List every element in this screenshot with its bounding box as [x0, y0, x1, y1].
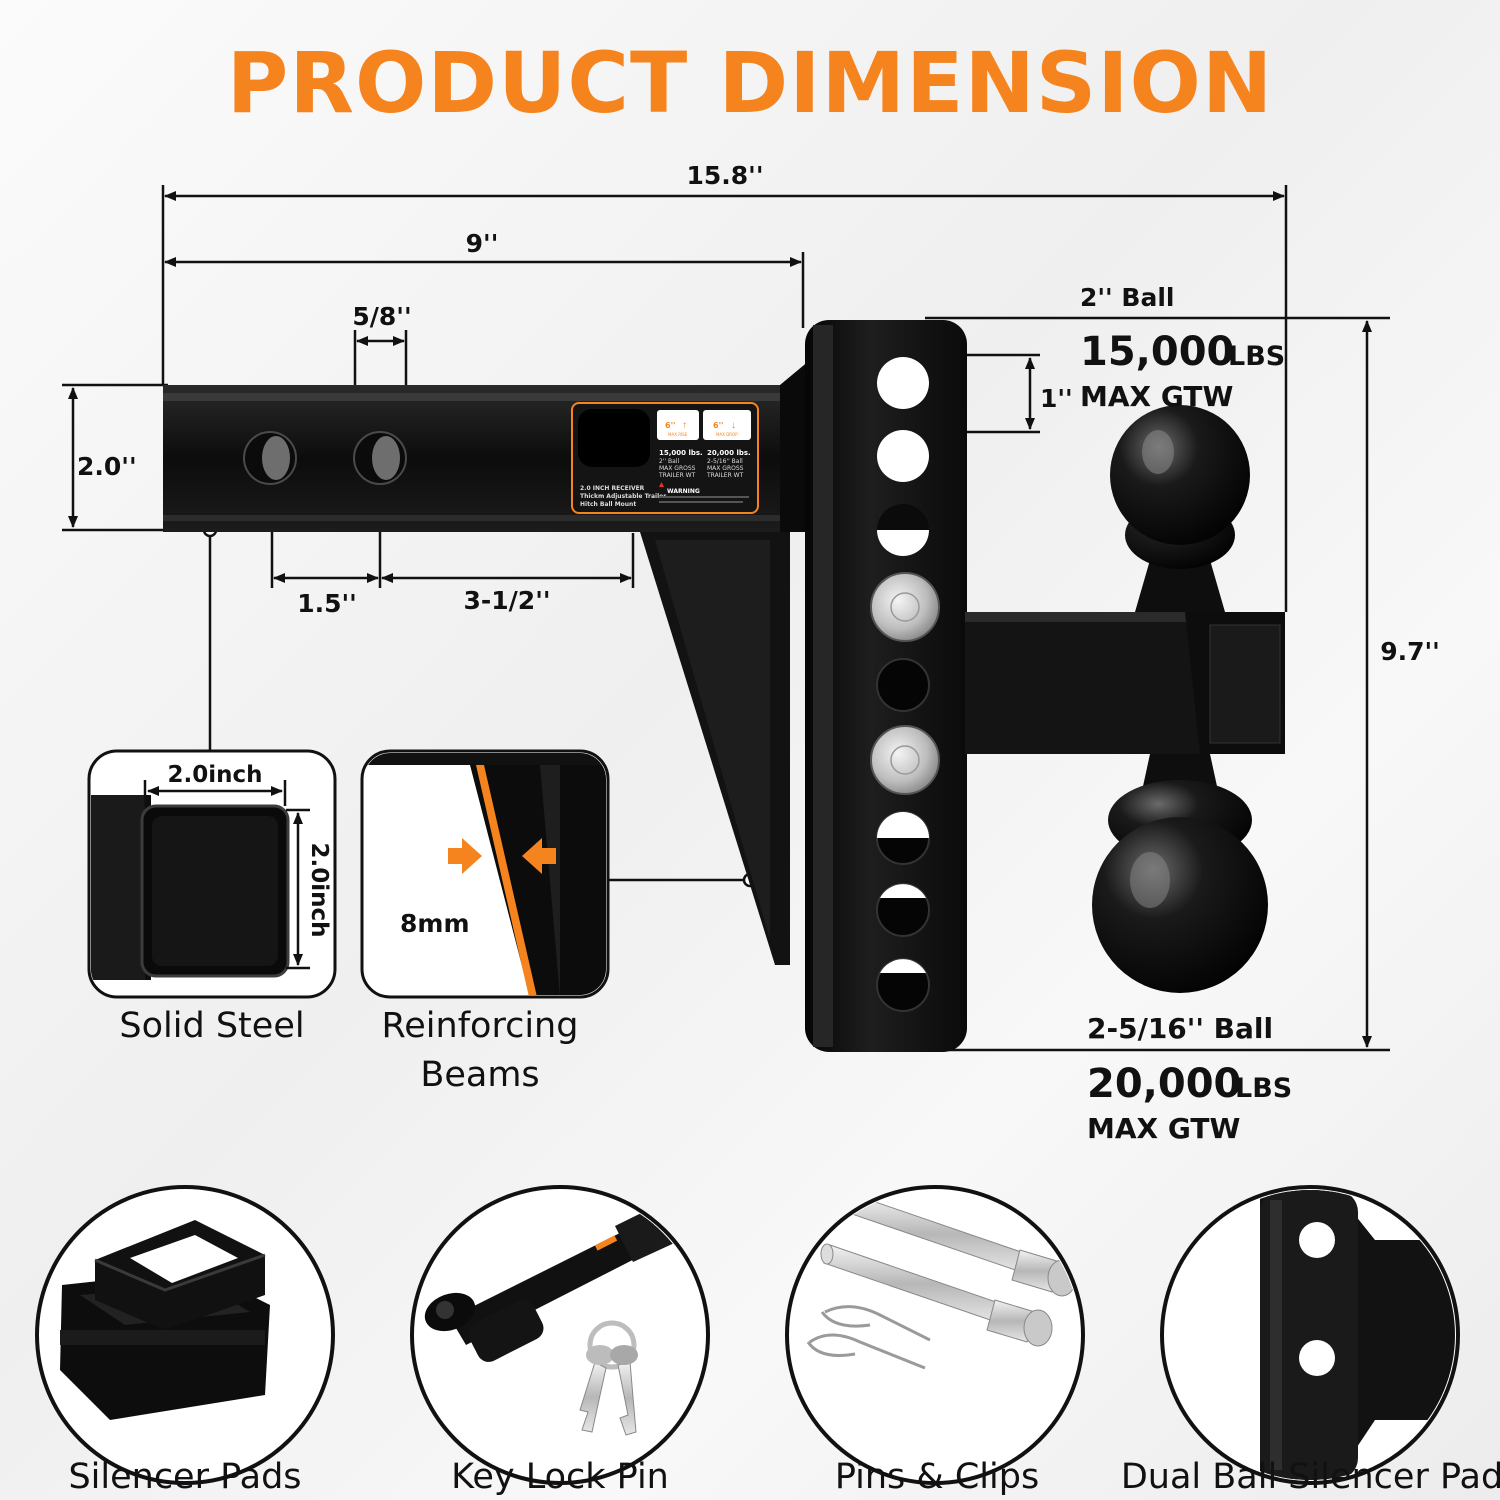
sticker-cap2-sub2: MAX GROSS: [707, 465, 744, 472]
bottom-ball: [1092, 754, 1268, 993]
sticker-line3: Hitch Ball Mount: [580, 501, 636, 508]
sticker-cap2-sub1: 2-5/16'' Ball: [707, 458, 743, 465]
steel-height-text: 2.0inch: [306, 842, 332, 937]
bottom-ball-capacity: 20,000: [1087, 1061, 1241, 1107]
accessory-key-lock-pin: [410, 1185, 710, 1485]
svg-text:↑: ↑: [682, 420, 687, 431]
accessory-name-1: Silencer Pads: [68, 1457, 301, 1497]
detail-reinforcing-beams: [360, 749, 610, 999]
accessory-name-4: Dual Ball Silencer Pad: [1121, 1457, 1500, 1497]
sticker-cap2: 20,000 lbs.: [707, 449, 751, 457]
accessory-pins-clips: [785, 1185, 1085, 1485]
sticker-rise: 6'': [665, 421, 675, 430]
top-ball-label: 2'' Ball: [1080, 283, 1174, 312]
sticker-cap1-sub3: TRAILER WT: [658, 472, 696, 479]
dim-plate-pitch-text: 1'': [1040, 384, 1073, 413]
sticker-line1: 2.0 INCH RECEIVER: [580, 485, 645, 492]
hitch-assembly: 6'' ↑ MAX RISE 6'' ↓ MAX DROP 15,000 lbs…: [163, 320, 1285, 1052]
product-sticker: 6'' ↑ MAX RISE 6'' ↓ MAX DROP 15,000 lbs…: [571, 402, 759, 514]
dim-shank-text: 9'': [466, 229, 499, 258]
sticker-cap1-sub1: 2'' Ball: [659, 458, 679, 465]
steel-caption: Solid Steel: [119, 1006, 304, 1046]
dim-overall-text: 15.8'': [687, 161, 764, 190]
bottom-ball-unit: LBS: [1235, 1073, 1292, 1104]
svg-text:↓: ↓: [731, 420, 736, 431]
sticker-drop-sub: MAX DROP: [716, 432, 738, 437]
accessory-silencer-pads: [35, 1185, 335, 1485]
sticker-cap2-sub3: TRAILER WT: [706, 472, 744, 479]
accessory-name-3: Pins & Clips: [835, 1457, 1039, 1497]
sticker-line2: Thickm Adjustable Trailer: [580, 493, 666, 500]
sticker-rise-sub: MAX RISE: [668, 432, 688, 437]
beam-arrow-right: [448, 838, 482, 874]
dim-total-height-text: 9.7'': [1380, 637, 1440, 666]
top-ball: [1110, 405, 1250, 612]
steel-width-text: 2.0inch: [167, 762, 262, 788]
top-ball-capacity: 15,000: [1080, 329, 1234, 375]
bottom-ball-label: 2-5/16'' Ball: [1087, 1012, 1273, 1045]
accessory-name-2: Key Lock Pin: [451, 1457, 669, 1497]
accessory-dual-ball-silencer-pad: [1160, 1185, 1460, 1485]
detail-solid-steel: [87, 749, 337, 999]
sticker-cap1-sub2: MAX GROSS: [659, 465, 696, 472]
beam-arrow-left: [522, 838, 556, 874]
top-ball-rating: MAX GTW: [1080, 380, 1233, 413]
dim-hole-text: 5/8'': [352, 302, 411, 331]
beam-thickness-text: 8mm: [400, 909, 470, 938]
top-ball-unit: LBS: [1228, 341, 1285, 372]
sticker-warning: WARNING: [667, 488, 700, 495]
plate-holes: [870, 357, 940, 1012]
bottom-ball-rating: MAX GTW: [1087, 1112, 1240, 1145]
dim-hole-spacing-text: 1.5'': [297, 589, 357, 618]
page-title: PRODUCT DIMENSION: [227, 34, 1274, 132]
dim-shank-height-text: 2.0'': [77, 452, 137, 481]
sticker-drop: 6'': [713, 421, 723, 430]
beam-caption-2: Beams: [420, 1055, 539, 1095]
dim-hole-to-drop-text: 3-1/2'': [464, 586, 551, 615]
beam-caption-1: Reinforcing: [382, 1006, 579, 1046]
sticker-cap1: 15,000 lbs.: [659, 449, 703, 457]
